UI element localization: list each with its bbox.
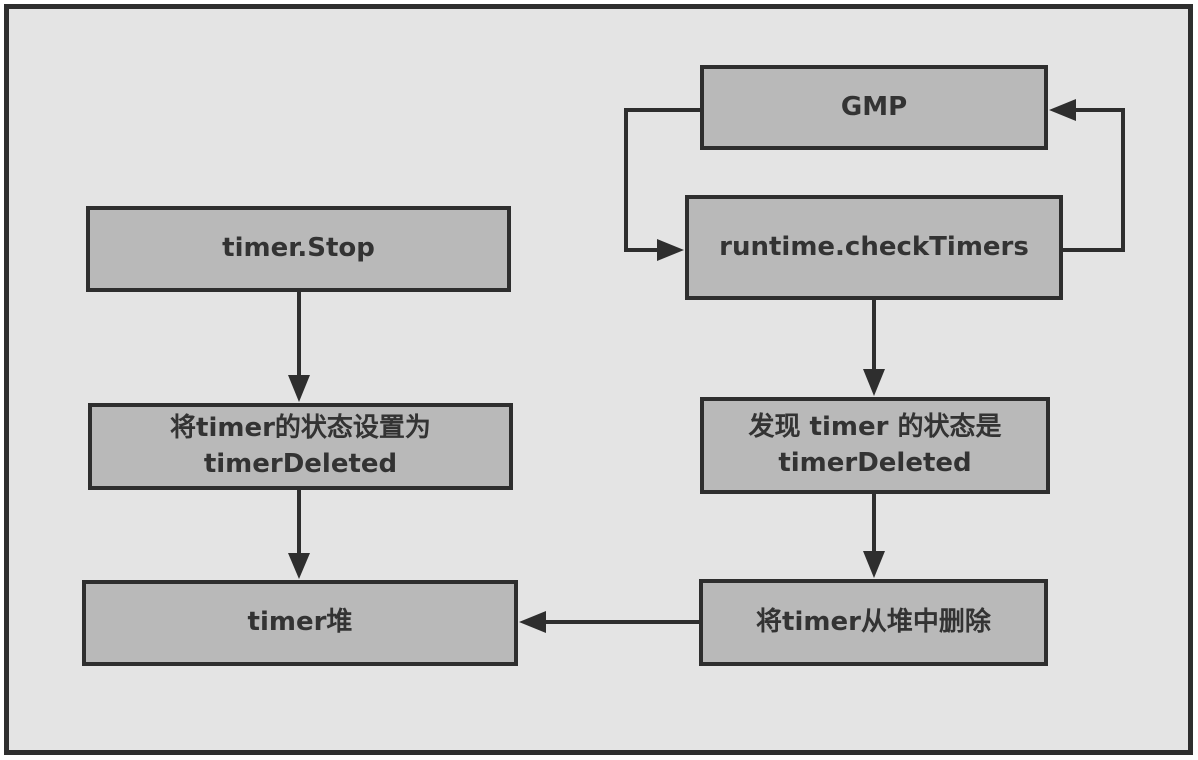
node-runtime-checktimers: runtime.checkTimers [685, 195, 1063, 300]
node-found-timer-deleted: 发现 timer 的状态是 timerDeleted [700, 397, 1050, 494]
node-gmp: GMP [700, 65, 1048, 150]
node-timer-stop: timer.Stop [86, 206, 511, 292]
node-remove-from-heap: 将timer从堆中删除 [699, 579, 1048, 666]
node-set-timer-deleted: 将timer的状态设置为 timerDeleted [88, 403, 513, 490]
node-timer-heap: timer堆 [82, 580, 518, 666]
